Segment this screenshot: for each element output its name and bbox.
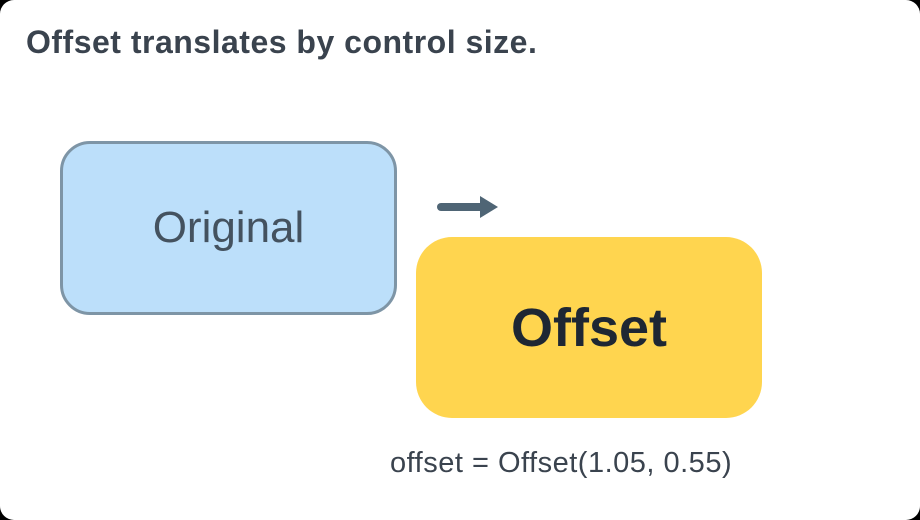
right-arrow-icon (437, 196, 498, 218)
right-arrow-head (480, 196, 498, 218)
offset-box-label: Offset (510, 297, 667, 358)
offset-code-caption: offset = Offset(1.05, 0.55) (390, 447, 733, 479)
offset-box: Offset (416, 237, 762, 418)
original-box: Original (60, 141, 397, 315)
original-box-label: Original (152, 203, 305, 252)
diagram-title: Offset translates by control size. (26, 24, 538, 60)
